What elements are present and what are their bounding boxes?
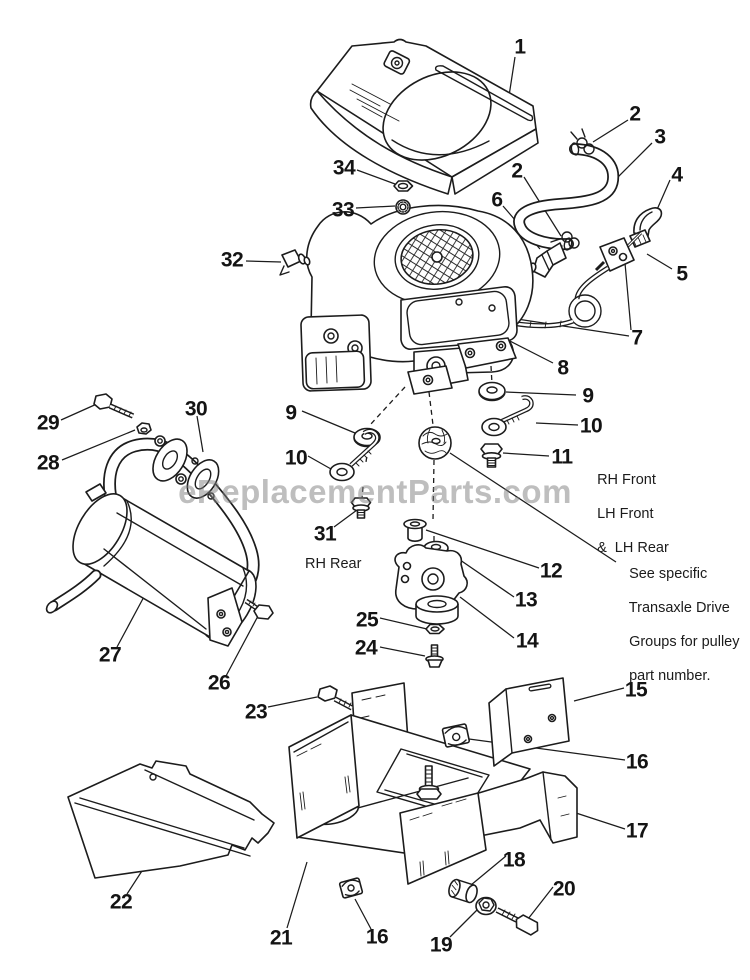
bracket-15-illustration (488, 677, 570, 767)
exhaust-flange-illustration (152, 435, 188, 485)
callout-4: 4 (671, 163, 683, 187)
callout-34: 34 (332, 156, 356, 180)
bolt-31-illustration (350, 497, 372, 519)
callout-12: 12 (539, 559, 563, 583)
j-bolt-10-left-illustration (329, 428, 380, 482)
callout-2b: 2 (511, 159, 523, 183)
callout-16-bottom: 16 (365, 925, 389, 949)
flange-nut-19-illustration (475, 896, 497, 916)
nut-25-illustration (425, 623, 445, 635)
callout-33: 33 (331, 198, 355, 222)
position-note: RH Front LH Front & LH Rear (589, 455, 669, 557)
callout-27: 27 (98, 643, 122, 667)
callout-32: 32 (220, 248, 244, 272)
callout-28: 28 (36, 451, 60, 475)
bolt-26-illustration (244, 598, 274, 620)
callout-29: 29 (36, 411, 60, 435)
callout-19: 19 (429, 933, 453, 957)
bolt-20-illustration (495, 907, 539, 936)
heat-shield-illustration (67, 760, 275, 879)
watermark: eReplacementParts.com (178, 473, 572, 510)
washer-9-right-illustration (478, 381, 506, 402)
clip-nut-bottom-illustration (338, 877, 364, 899)
flywheel-nut-illustration (393, 180, 414, 192)
hose-clamp-upper-illustration (570, 128, 595, 155)
interlock-switch-illustration (279, 249, 311, 276)
fuel-hose-illustration (513, 142, 620, 251)
bolt-24-illustration (425, 644, 444, 668)
pulley-note-line4: part number. (629, 668, 711, 684)
callout-6: 6 (491, 188, 503, 212)
callout-9-left: 9 (285, 401, 297, 425)
callout-9-right: 9 (582, 384, 594, 408)
callout-24: 24 (354, 636, 378, 660)
position-note-line3: & LH Rear (597, 540, 669, 556)
callout-2a: 2 (629, 102, 641, 126)
exhaust-gasket-illustration (186, 457, 220, 500)
bushing-12-illustration (403, 518, 427, 542)
bolt-23-illustration (317, 685, 354, 711)
callout-7: 7 (631, 326, 643, 350)
engine-illustration (300, 204, 534, 395)
engine-cover-illustration (309, 38, 539, 195)
callout-22: 22 (109, 890, 133, 914)
star-washer-illustration (395, 199, 411, 215)
transaxle-pulley-note: See specific Transaxle Drive Groups for … (621, 549, 740, 685)
callout-11: 11 (551, 445, 573, 469)
choke-fitting-illustration (629, 207, 663, 248)
callout-18: 18 (502, 848, 526, 872)
callout-10-left: 10 (284, 446, 308, 470)
callout-3: 3 (654, 125, 666, 149)
rh-rear-note: RH Rear (305, 556, 362, 572)
muffler-illustration (45, 435, 260, 647)
callout-23: 23 (244, 700, 268, 724)
base-stud-bolt-illustration (416, 765, 442, 800)
pulley-note-line1: See specific (629, 566, 708, 582)
right-arm-bracket-illustration (458, 771, 578, 844)
callout-16-right: 16 (625, 750, 649, 774)
bolt-11-illustration (480, 443, 503, 468)
callout-20: 20 (552, 877, 576, 901)
callout-17: 17 (625, 819, 649, 843)
pulley-note-line3: Groups for pulley (629, 634, 740, 650)
clip-nut-right-illustration (441, 723, 471, 748)
callout-1: 1 (514, 35, 526, 59)
callout-13: 13 (514, 588, 538, 612)
nut-28-illustration (136, 422, 152, 435)
throttle-control-illustration (594, 231, 643, 272)
base-plate-illustration (288, 682, 578, 885)
pulley-note-line2: Transaxle Drive (628, 600, 730, 616)
idler-pulley-illustration (394, 544, 468, 625)
callout-10-right: 10 (579, 414, 603, 438)
callout-15: 15 (624, 678, 648, 702)
crankshaft-cap-illustration (418, 426, 452, 460)
bolt-29-illustration (93, 393, 135, 419)
position-note-line1: RH Front (597, 472, 656, 488)
front-wall-bracket-illustration (399, 792, 487, 885)
assembly-dashed-lines (361, 365, 493, 557)
position-note-line2: LH Front (597, 506, 654, 522)
callout-31: 31 (313, 522, 337, 546)
spacer-18-illustration (448, 878, 478, 904)
callout-5: 5 (676, 262, 688, 286)
callout-26: 26 (207, 671, 231, 695)
callout-21: 21 (269, 926, 293, 950)
callout-25: 25 (355, 608, 379, 632)
callout-30: 30 (184, 397, 208, 421)
callout-14: 14 (515, 629, 539, 653)
j-bolt-10-right-illustration (481, 395, 534, 437)
callout-8: 8 (557, 356, 569, 380)
